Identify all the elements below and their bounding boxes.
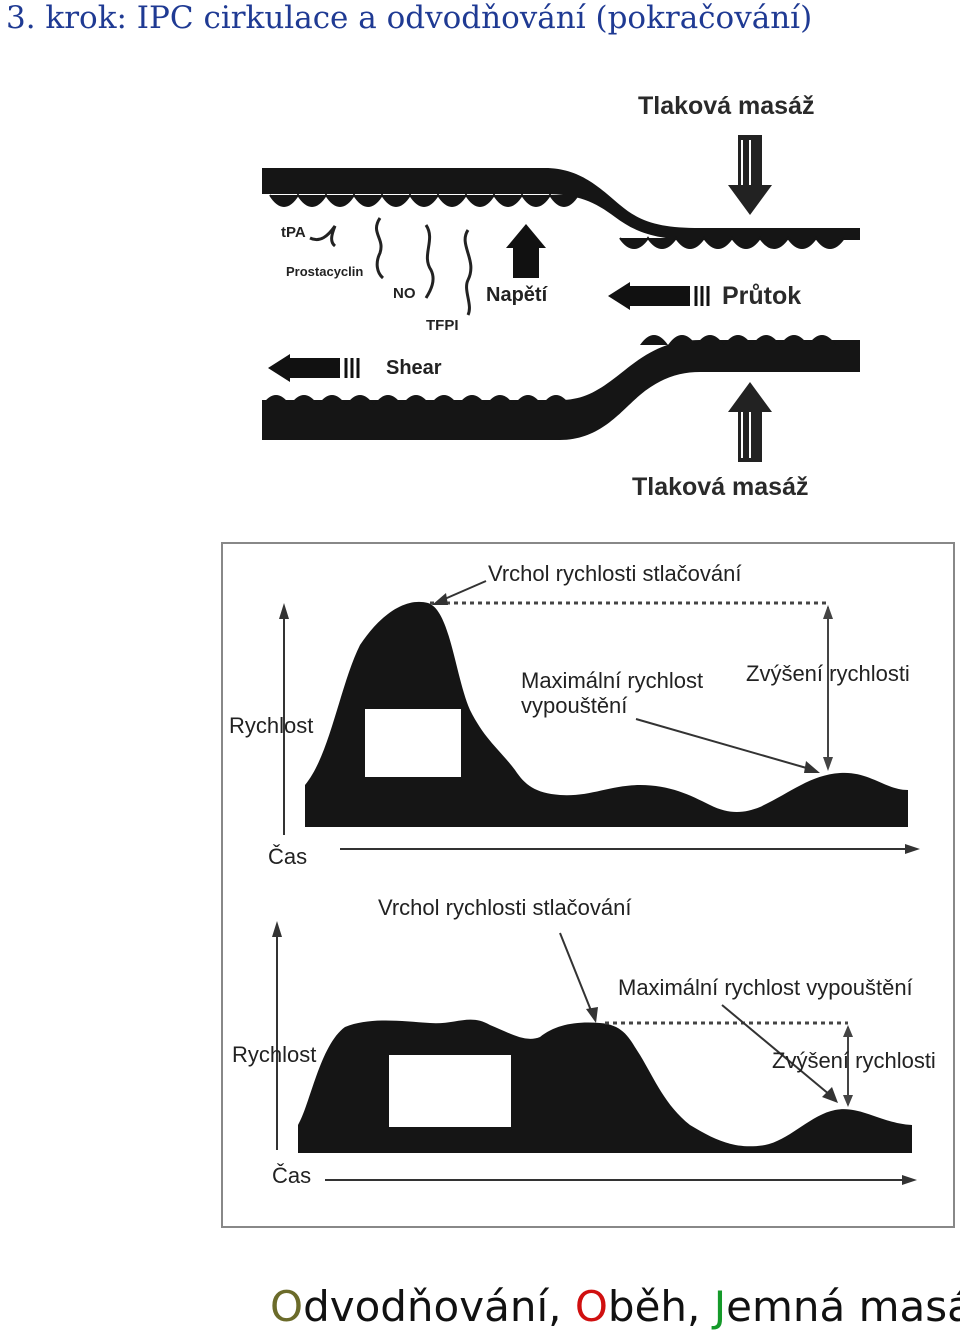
- compression-arrow-up: [728, 382, 772, 462]
- upper-vessel-wall: [262, 168, 860, 248]
- bottom-max-deflate-label: Maximální rychlost vypouštění: [618, 975, 913, 1000]
- flow-label: Průtok: [722, 282, 801, 310]
- vessel-diagram: Tlaková masáž Tlaková masáž Průtok Napět…: [0, 0, 960, 520]
- footer-word-3: emná masáž: [726, 1282, 960, 1331]
- footer-initial-j: J: [714, 1282, 726, 1331]
- bottom-y-label: Rychlost: [232, 1042, 316, 1067]
- top-white-box: [365, 709, 461, 777]
- tension-arrow: [506, 224, 546, 278]
- top-increase-label: Zvýšení rychlosti: [746, 661, 910, 686]
- tfpi-label: TFPI: [426, 317, 459, 334]
- tpa-label: tPA: [281, 224, 306, 241]
- compression-arrow-down: [728, 135, 772, 215]
- top-compression-label: Tlaková masáž: [638, 92, 815, 120]
- footer-initial-o1: O: [270, 1282, 303, 1331]
- bottom-compression-label: Tlaková masáž: [632, 473, 809, 501]
- tension-label: Napětí: [486, 284, 549, 306]
- footer-word-2: běh,: [608, 1282, 714, 1331]
- bottom-peak-label: Vrchol rychlosti stlačování: [378, 895, 632, 920]
- top-peak-label: Vrchol rychlosti stlačování: [488, 561, 742, 586]
- no-label: NO: [393, 285, 416, 302]
- bottom-increase-label: Zvýšení rychlosti: [772, 1048, 936, 1073]
- top-y-label: Rychlost: [229, 713, 313, 738]
- footer-initial-o2: O: [575, 1282, 608, 1331]
- top-max-deflate-label-2: vypouštění: [521, 693, 627, 718]
- flow-arrow: [608, 282, 708, 310]
- prostacyclin-label: Prostacyclin: [286, 264, 363, 279]
- footer-caption: Odvodňování, Oběh, Jemná masáž: [270, 1282, 960, 1331]
- shear-arrow: [268, 354, 358, 382]
- lower-vessel-wall: [262, 335, 860, 440]
- velocity-charts: Vrchol rychlosti stlačování Maximální ry…: [0, 535, 960, 1235]
- footer-word-1: dvodňování,: [303, 1282, 575, 1331]
- bottom-white-box: [389, 1055, 511, 1127]
- shear-label: Shear: [386, 357, 442, 379]
- bottom-x-label: Čas: [272, 1163, 311, 1188]
- top-x-label: Čas: [268, 844, 307, 869]
- top-max-deflate-label-1: Maximální rychlost: [521, 668, 703, 693]
